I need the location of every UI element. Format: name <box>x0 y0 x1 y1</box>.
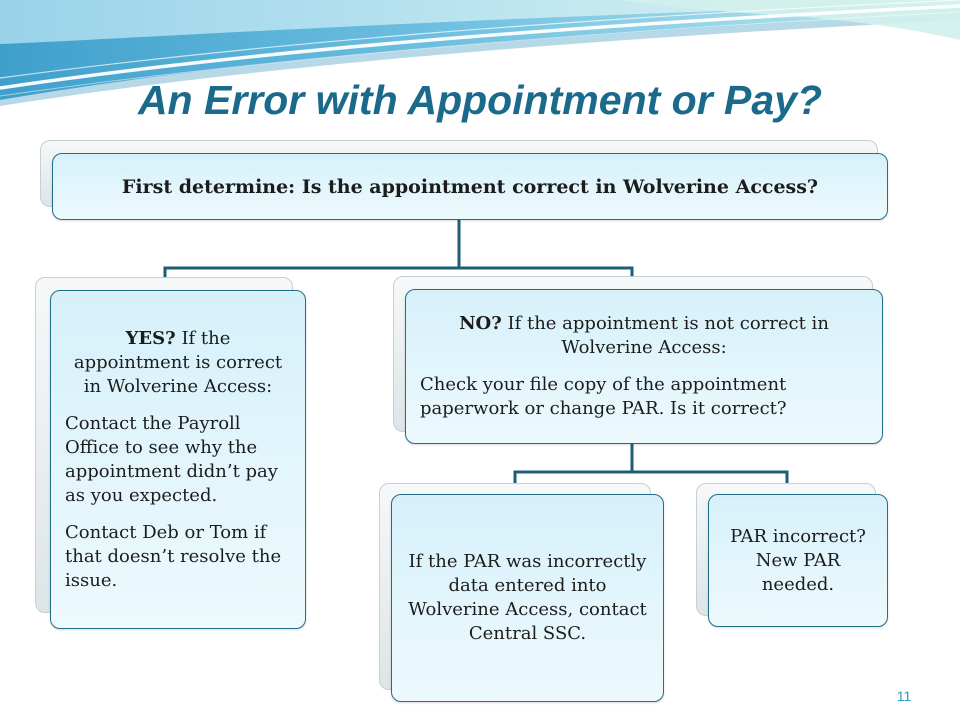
outcome-data-entry-text: If the PAR was incorrectly data entered … <box>408 551 647 644</box>
wave-white-line-upper <box>0 0 960 79</box>
yes-condition: If the appointment is correct in Wolveri… <box>73 327 283 397</box>
outcome-data-entry-box: If the PAR was incorrectly data entered … <box>391 494 664 702</box>
wave-top-light <box>0 0 960 44</box>
no-label: NO? <box>459 313 502 334</box>
page-number: 11 <box>896 688 912 704</box>
wave-white-swoosh <box>0 4 960 90</box>
no-condition: If the appointment is not correct in Wol… <box>507 313 829 358</box>
outcome-par-incorrect-box: PAR incorrect? New PAR needed. <box>708 494 888 627</box>
no-node-box: NO? If the appointment is not correct in… <box>405 289 883 444</box>
yes-step-payroll: Contact the Payroll Office to see why th… <box>65 412 278 506</box>
connector-no-to-outcomes <box>513 442 789 488</box>
wave-white-line-lower <box>0 11 960 97</box>
outcome-par-incorrect-text: PAR incorrect? New PAR needed. <box>730 525 866 595</box>
header-wave-decoration <box>0 0 960 106</box>
root-node-text: First determine: Is the appointment corr… <box>121 175 819 198</box>
yes-label: YES? <box>125 327 176 349</box>
yes-node-box: YES? If the appointment is correct in Wo… <box>50 290 306 629</box>
no-step-check-paperwork: Check your file copy of the appointment … <box>420 374 787 419</box>
yes-step-contact: Contact Deb or Tom if that doesn’t resol… <box>65 521 282 591</box>
yes-node-heading: YES? If the appointment is correct in Wo… <box>65 327 291 399</box>
root-node-box: First determine: Is the appointment corr… <box>52 153 888 220</box>
slide-title: An Error with Appointment or Pay? <box>137 77 823 123</box>
connector-root-to-branches <box>163 218 634 284</box>
no-node-heading: NO? If the appointment is not correct in… <box>420 312 868 360</box>
